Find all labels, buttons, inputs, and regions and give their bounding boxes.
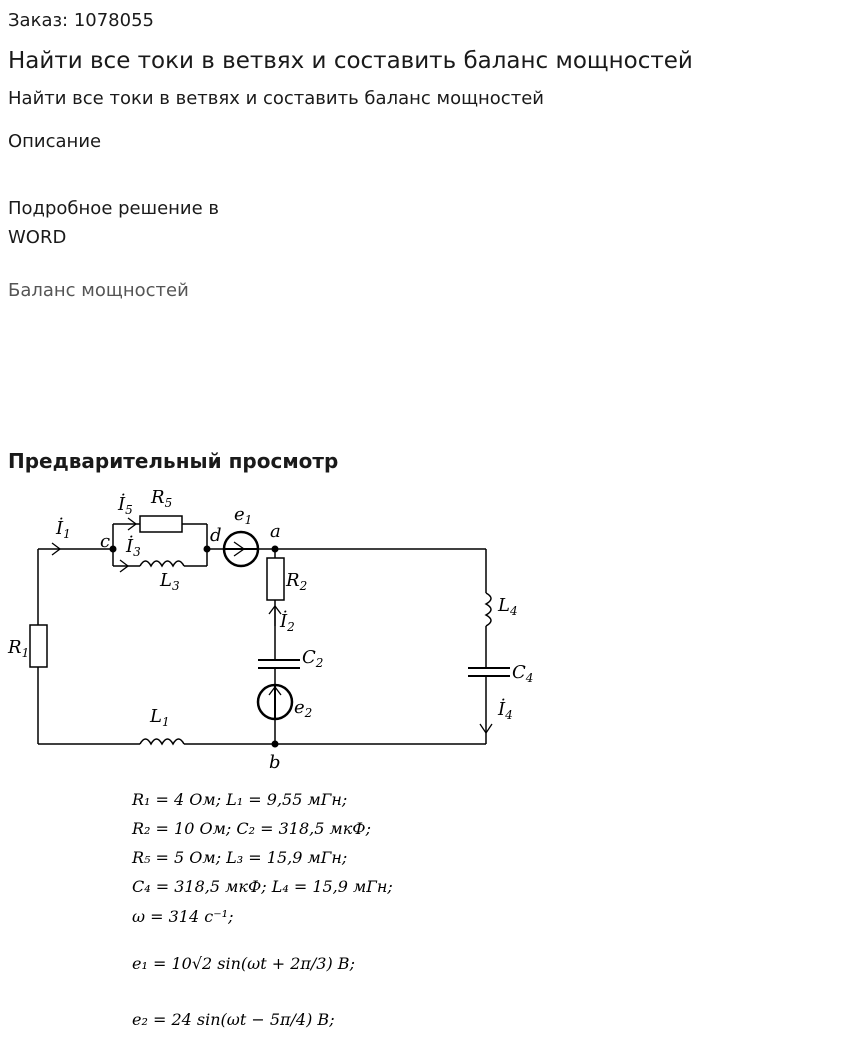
- node-c: c: [100, 531, 110, 552]
- label-i5: İ5: [117, 492, 133, 517]
- label-i2: İ2: [279, 609, 295, 634]
- resistor-r5: [139, 515, 183, 533]
- node-b: b: [269, 752, 281, 773]
- inductor-l3: [139, 560, 185, 568]
- label-r5: R5: [150, 487, 172, 510]
- circuit-wires: [29, 515, 510, 746]
- label-i1: İ1: [55, 516, 71, 541]
- order-number: Заказ: 1078055: [8, 10, 154, 31]
- inductor-l1: [139, 738, 185, 746]
- param-line-4: C₄ = 318,5 мкФ; L₄ = 15,9 мГн;: [132, 877, 393, 896]
- power-balance-link[interactable]: Баланс мощностей: [8, 280, 189, 301]
- page-title: Найти все токи в ветвях и составить бала…: [8, 48, 693, 74]
- label-l4: L4: [497, 595, 518, 618]
- inductor-l4: [484, 592, 492, 627]
- resistor-r1: [29, 624, 48, 668]
- emf-e2-formula: e₂ = 24 sin(ωt − 5π/4) B;: [132, 1010, 335, 1029]
- description-heading: Описание: [8, 131, 102, 152]
- label-c4: C4: [512, 662, 533, 685]
- label-l1: L1: [149, 706, 170, 729]
- label-i4: İ4: [497, 697, 513, 722]
- emf-e1-formula: e₁ = 10√2 sin(ωt + 2π/3) B;: [132, 954, 355, 973]
- page-subtitle: Найти все токи в ветвях и составить бала…: [8, 88, 544, 109]
- circuit-diagram: İ1 İ5 İ3 İ2 İ4 c d a b R5 e1 L3 R2 C2 e2…: [7, 487, 533, 1029]
- label-l3: L3: [159, 570, 180, 593]
- word-solution-note: Подробное решение в WORD: [8, 198, 220, 248]
- resistor-r2: [266, 557, 285, 601]
- label-r2: R2: [285, 570, 307, 593]
- label-r1: R1: [7, 637, 29, 660]
- node-a: a: [270, 521, 281, 542]
- circuit-nodes: [109, 545, 279, 748]
- param-line-3: R₅ = 5 Ом; L₃ = 15,9 мГн;: [131, 848, 347, 867]
- preview-heading: Предварительный просмотр: [8, 449, 339, 473]
- preview-figure: İ1 İ5 İ3 İ2 İ4 c d a b R5 e1 L3 R2 C2 e2…: [0, 480, 847, 1050]
- param-line-1: R₁ = 4 Ом; L₁ = 9,55 мГн;: [131, 790, 347, 809]
- label-c2: C2: [302, 647, 323, 670]
- param-line-5: ω = 314 c⁻¹;: [132, 907, 233, 926]
- current-arrows: [51, 517, 493, 735]
- label-i3: İ3: [125, 534, 141, 559]
- label-e1: e1: [234, 504, 252, 527]
- param-line-2: R₂ = 10 Ом; C₂ = 318,5 мкФ;: [131, 819, 371, 838]
- label-e2: e2: [294, 697, 312, 720]
- node-d: d: [210, 525, 222, 546]
